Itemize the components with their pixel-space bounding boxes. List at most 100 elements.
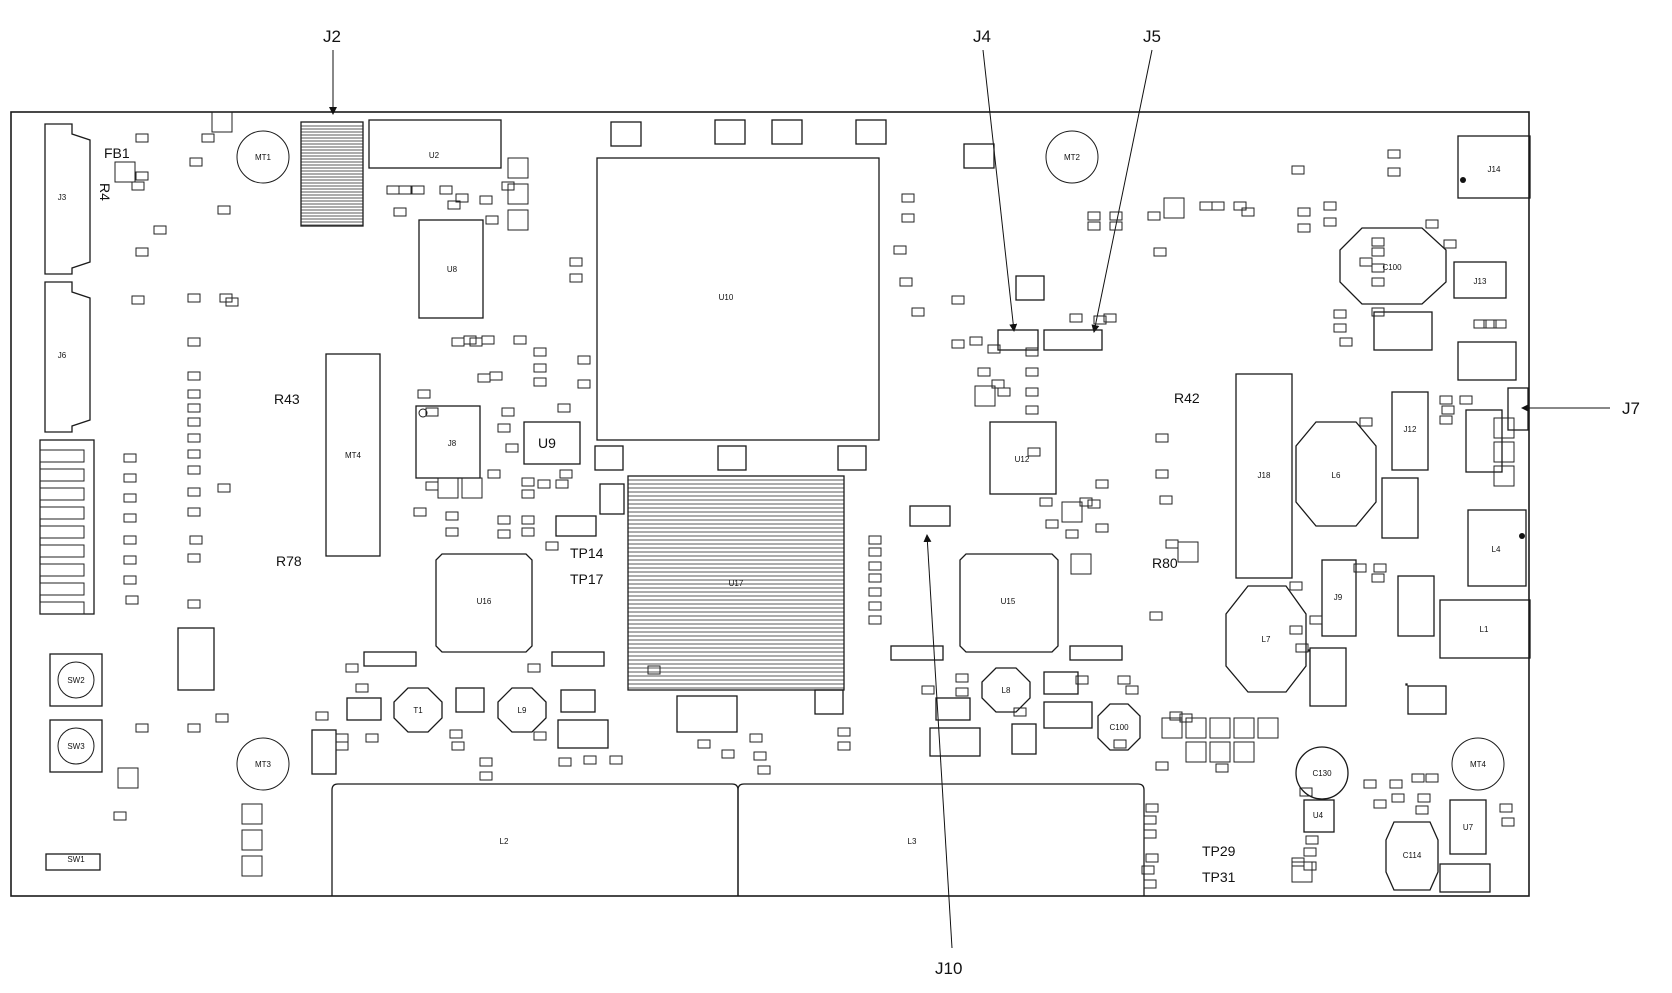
small-components <box>113 111 1515 889</box>
cap-c85 <box>1381 477 1419 539</box>
part-c116 <box>1043 701 1093 729</box>
resnet-rn1 <box>890 645 944 661</box>
ic-u9 <box>523 421 581 465</box>
ic-u13 <box>435 553 533 653</box>
ic-u16 <box>1303 799 1335 833</box>
label-u8: J8 <box>448 439 457 448</box>
mount-hole-mt3 <box>236 737 290 791</box>
diode-d4 <box>1043 671 1079 695</box>
inductor-l4 <box>981 667 1031 713</box>
label-u13: U16 <box>477 597 492 606</box>
label-r4: R4 <box>97 183 113 201</box>
cap-c98 <box>1397 575 1435 637</box>
label-u17: U7 <box>1463 823 1474 832</box>
cap-c75 <box>717 445 747 471</box>
ref-labels: U10 U17 U16 U15 U12 U7 U4 J9 J12 J13 J14… <box>58 151 1501 864</box>
ic-u17 <box>1449 799 1487 855</box>
cap-c31 <box>1015 275 1045 301</box>
cap-c2 <box>771 119 803 145</box>
leader-j5 <box>1091 49 1153 333</box>
cap-c124 <box>929 727 981 757</box>
callouts: J2 J4 J5 J7 J10 <box>323 27 1640 978</box>
cap-c83 <box>599 483 625 515</box>
cap-c8 <box>963 143 995 169</box>
label-j8: MT4 <box>345 451 362 460</box>
connector-j1 <box>1457 135 1531 199</box>
label-l8: C130 <box>1312 769 1332 778</box>
label-l6: T1 <box>413 706 423 715</box>
cap-c110 <box>455 687 485 713</box>
diode-d13 <box>1407 685 1447 715</box>
cap-c151 <box>1439 863 1491 893</box>
connector-j13 <box>331 783 739 896</box>
ic-u7 <box>1391 391 1429 471</box>
inductor-l9 <box>1385 821 1439 891</box>
diode-d5 <box>560 689 596 713</box>
inductor-l7 <box>1097 703 1141 751</box>
label-j6: J6 <box>58 351 67 360</box>
label-h1: U2 <box>429 151 440 160</box>
inductor-l8 <box>1295 746 1349 800</box>
label-l3: L7 <box>1262 635 1271 644</box>
connector-j7 <box>1507 387 1529 431</box>
resnet-rn4 <box>551 651 605 667</box>
label-j12: L1 <box>1480 625 1489 634</box>
label-u12: J9 <box>1334 593 1343 602</box>
part-h1 <box>368 119 502 169</box>
label-l9: C114 <box>1403 851 1422 860</box>
label-mt3: MT3 <box>255 760 272 769</box>
connector-j14 <box>737 783 1145 896</box>
transformer-t1 <box>1339 227 1447 305</box>
diode-d6 <box>346 697 382 721</box>
hatch-j2 <box>301 125 363 226</box>
ic-u12 <box>1321 559 1357 637</box>
label-l4: L8 <box>1002 686 1011 695</box>
cap-c6 <box>610 121 642 147</box>
diode-d7 <box>935 697 971 721</box>
label-u14: U15 <box>1001 597 1016 606</box>
cap-c112 <box>814 689 844 715</box>
leader-j4 <box>982 49 1018 332</box>
label-u4: J13 <box>1474 277 1487 286</box>
label-tp31: TP31 <box>1202 869 1236 885</box>
cap-c74 <box>594 445 624 471</box>
switch-sw3 <box>49 719 103 773</box>
label-j9: J18 <box>1258 471 1271 480</box>
major-parts <box>39 119 1531 896</box>
ic-u10 <box>989 421 1057 495</box>
callout-j7: J7 <box>1622 399 1640 418</box>
resnet-rn3 <box>363 651 417 667</box>
hatch-u11 <box>628 479 844 689</box>
cap-c100 <box>177 627 215 691</box>
label-u16: U4 <box>1313 811 1324 820</box>
switch-sw2 <box>49 653 103 707</box>
label-tp17: TP17 <box>570 571 604 587</box>
cap-c40 <box>1373 311 1433 351</box>
label-l2: L6 <box>1332 471 1341 480</box>
cap-c76 <box>837 445 867 471</box>
label-j13: L2 <box>500 837 509 846</box>
connector-j6 <box>44 281 91 433</box>
label-fb1: FB1 <box>104 145 130 161</box>
label-tp29: TP29 <box>1202 843 1236 859</box>
cap-c3 <box>855 119 887 145</box>
callout-j10: J10 <box>935 959 962 978</box>
label-r78: R78 <box>276 553 302 569</box>
label-mt2: MT2 <box>1064 153 1081 162</box>
resnet-rn2 <box>1069 645 1123 661</box>
cap-c122 <box>1011 723 1037 755</box>
label-u3: U8 <box>447 265 458 274</box>
board-outline <box>10 111 1530 897</box>
label-r80: R80 <box>1152 555 1178 571</box>
label-j3: J3 <box>58 193 67 202</box>
connector-j4 <box>997 329 1039 351</box>
ic-u5 <box>596 157 880 441</box>
label-u11: U17 <box>729 579 744 588</box>
ic-u11 <box>627 475 845 691</box>
label-j1: J14 <box>1488 165 1501 174</box>
cap-c119 <box>557 719 609 749</box>
connector-j12 <box>1439 599 1531 659</box>
leader-j10 <box>923 534 953 949</box>
